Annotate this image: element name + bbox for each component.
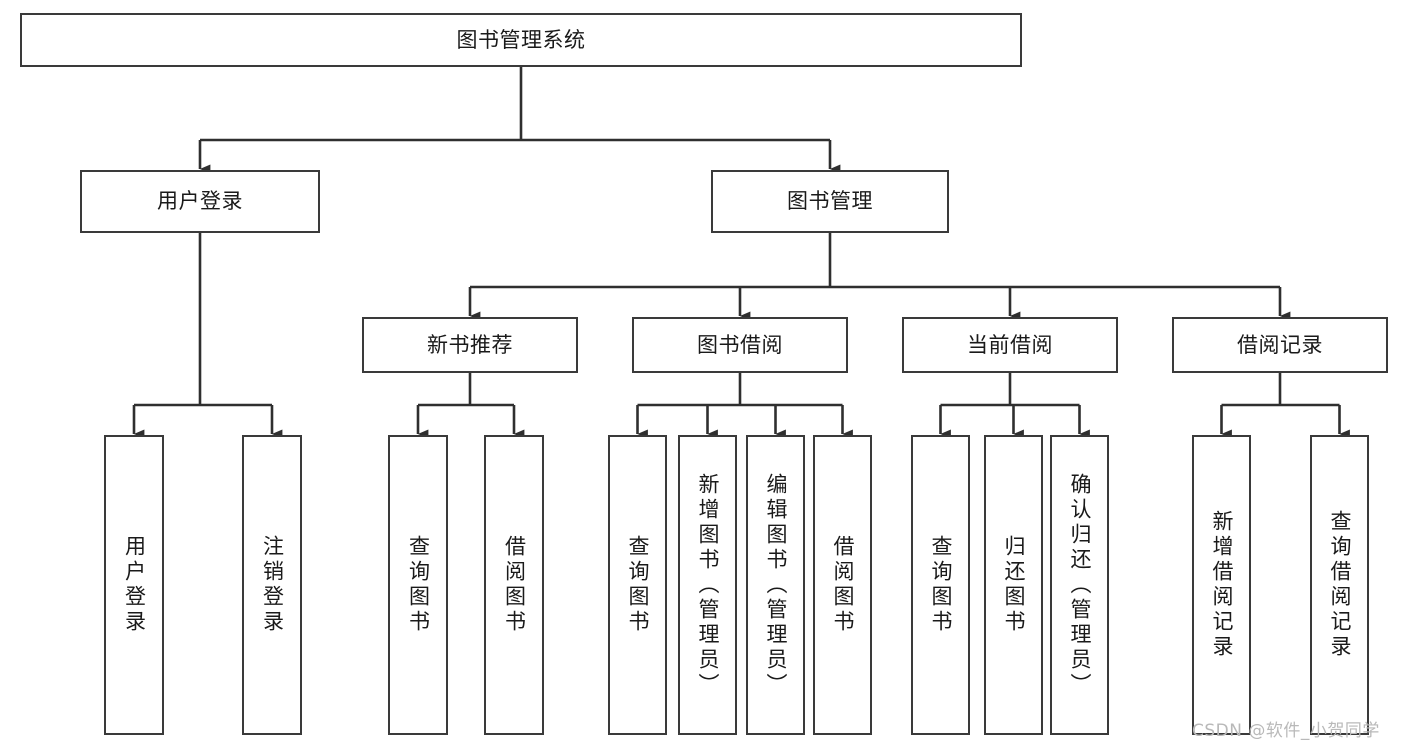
node-label: 编辑图书（管理员） <box>764 472 788 698</box>
node-leaf-borrow-book-1[interactable]: 借阅图书 <box>484 435 544 735</box>
node-leaf-logout[interactable]: 注销登录 <box>242 435 302 735</box>
node-label: 查询图书 <box>406 535 431 635</box>
node-label: 归还图书 <box>1002 535 1026 635</box>
node-label: 新增图书（管理员） <box>696 472 720 698</box>
node-leaf-query-borrow-record[interactable]: 查询借阅记录 <box>1310 435 1369 735</box>
node-label: 图书管理 <box>787 189 873 214</box>
node-label: 查询图书 <box>626 535 650 635</box>
node-current-borrow[interactable]: 当前借阅 <box>902 317 1118 373</box>
node-label: 当前借阅 <box>967 332 1053 357</box>
node-label: 图书管理系统 <box>456 27 586 52</box>
node-label: 借阅记录 <box>1237 332 1323 357</box>
node-label: 查询图书 <box>929 535 953 635</box>
node-borrow-record[interactable]: 借阅记录 <box>1172 317 1388 373</box>
node-leaf-user-login[interactable]: 用户登录 <box>104 435 164 735</box>
node-book-borrow[interactable]: 图书借阅 <box>632 317 848 373</box>
node-leaf-add-book[interactable]: 新增图书（管理员） <box>678 435 737 735</box>
node-label: 借阅图书 <box>831 535 855 635</box>
node-user-login[interactable]: 用户登录 <box>80 170 320 233</box>
node-leaf-edit-book[interactable]: 编辑图书（管理员） <box>746 435 805 735</box>
node-root[interactable]: 图书管理系统 <box>20 13 1022 67</box>
node-label: 查询借阅记录 <box>1328 510 1352 660</box>
node-label: 新增借阅记录 <box>1210 510 1234 660</box>
node-label: 注销登录 <box>260 535 285 635</box>
node-label: 用户登录 <box>157 189 243 214</box>
node-leaf-query-book-2[interactable]: 查询图书 <box>608 435 667 735</box>
node-book-manage[interactable]: 图书管理 <box>711 170 949 233</box>
node-leaf-return-book[interactable]: 归还图书 <box>984 435 1043 735</box>
node-label: 图书借阅 <box>697 332 783 357</box>
node-leaf-borrow-book-2[interactable]: 借阅图书 <box>813 435 872 735</box>
node-new-book-recommend[interactable]: 新书推荐 <box>362 317 578 373</box>
node-label: 借阅图书 <box>502 535 527 635</box>
node-leaf-query-book-3[interactable]: 查询图书 <box>911 435 970 735</box>
node-leaf-add-borrow-record[interactable]: 新增借阅记录 <box>1192 435 1251 735</box>
node-leaf-confirm-return[interactable]: 确认归还（管理员） <box>1050 435 1109 735</box>
node-label: 新书推荐 <box>427 332 513 357</box>
node-label: 用户登录 <box>122 535 147 635</box>
node-leaf-query-book-1[interactable]: 查询图书 <box>388 435 448 735</box>
node-label: 确认归还（管理员） <box>1068 472 1092 698</box>
